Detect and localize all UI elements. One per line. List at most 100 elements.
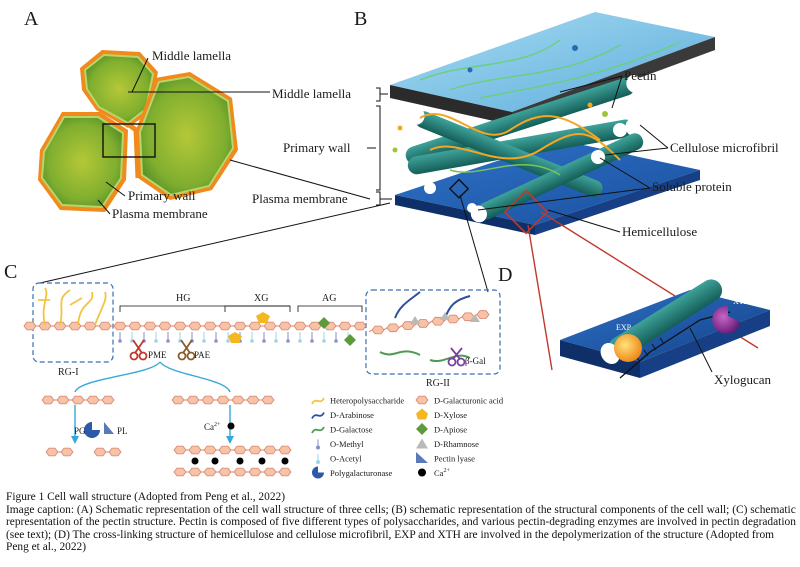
galacturonic-acid-unit [218,445,232,455]
legend-label: Heteropolysaccharide [330,396,404,406]
substituent-pin [154,339,158,343]
main-chain [23,310,490,343]
galacturonic-acid-unit [386,323,400,333]
substituent-pin [166,339,170,343]
legend-label: Polygalacturonase [330,468,393,478]
exp-label: EXP [616,323,632,332]
galacturonic-acid-unit [98,321,112,331]
legend-label: D-Rhamnose [434,439,479,449]
galacturonic-acid-unit [216,395,230,405]
figure-caption: Figure 1 Cell wall structure (Adopted fr… [6,491,796,554]
galacturonic-acid-unit [218,467,232,477]
galacturonic-acid-unit [308,321,322,331]
galacturonic-acid-unit [93,447,107,457]
cell-wall-figure: A B C D Middle lamella Primary wall Plas… [4,8,779,479]
pg-icon [84,422,100,438]
galacturonic-acid-unit [173,467,187,477]
legend-label: O-Methyl [330,439,364,449]
substituent-pin [202,339,206,343]
pme-label: PME [148,350,167,360]
panel-label-d: D [498,264,512,286]
galacturonic-acid-unit [108,447,122,457]
panel-a-middle-lamella-label: Middle lamella [152,48,231,63]
scissors-bgal-icon [447,347,466,367]
galacturonic-acid-unit [71,395,85,405]
panel-b-plasma-membrane-label: Plasma membrane [252,191,348,206]
galacturonic-acid-unit [158,321,172,331]
galacturonic-acid-unit [278,321,292,331]
heteropolysaccharide-branches [38,287,107,326]
panel-b-soluble-protein-label: Soluble protein [652,179,732,194]
panel-c-pectin [23,282,501,477]
galacturonic-acid-unit [83,321,97,331]
legend-item: O-Methyl [316,439,364,450]
galacturonic-acid-unit [56,395,70,405]
galacturonic-acid-unit [278,445,292,455]
ca-label: Ca2+ [204,422,221,432]
legend-label: D-Xylose [434,410,467,420]
galacturonic-acid-unit [188,445,202,455]
galacturonic-acid-unit [60,447,74,457]
galacturonic-acid-unit [173,321,187,331]
legend-item: Polygalacturonase [312,466,393,479]
substituent-pin [298,339,302,343]
galacturonic-acid-unit [353,321,367,331]
galacturonic-acid-unit [248,445,262,455]
galacturonic-acid-unit [203,321,217,331]
galacturonic-acid-unit [246,395,260,405]
legend-label: Ca2+ [434,468,450,478]
pg-label: PG [74,426,86,436]
xth-icon [712,305,740,334]
legend-item: D-Xylose [416,408,467,420]
galacturonic-acid-unit [203,445,217,455]
legend-item: D-Arabinose [311,410,374,420]
panel-b-pectin-label: Pectin [624,68,657,83]
rg2-label: RG-II [426,378,450,389]
calcium-ion [281,457,289,465]
galacturonic-acid-unit [201,395,215,405]
substituent-pin [322,339,326,343]
legend-item: D-Galacturonic acid [415,396,504,406]
panel-b-brackets [367,87,392,206]
panel-b-zoom-box-small [448,178,470,199]
substituent-pin [334,339,338,343]
panel-label-a: A [24,8,39,30]
legend-item: D-Rhamnose [416,438,479,449]
panel-label-c: C [4,261,17,283]
legend-label: D-Galactose [330,425,373,435]
panel-b-zoom-box-red [503,189,549,235]
legend-item: Heteropolysaccharide [311,396,404,406]
calcium-ion [191,457,199,465]
legend-label: D-Apiose [434,425,467,435]
substituent-pin [310,339,314,343]
hg-label: HG [176,293,190,304]
galacturonic-acid-unit [171,395,185,405]
panel-a-primary-wall-label: Primary wall [128,188,196,203]
legend-item: D-Apiose [416,423,467,435]
panel-c-legend: HeteropolysaccharideD-ArabinoseD-Galacto… [311,396,504,479]
calcium-ion [258,457,266,465]
panel-label-b: B [354,8,367,30]
substituent-pin [286,339,290,343]
legend-item: D-Galactose [311,425,373,435]
panel-b-primary-wall-label: Primary wall [283,140,351,155]
galacturonic-acid-unit [261,395,275,405]
galacturonic-acid-unit [53,321,67,331]
galacturonic-acid-unit [41,395,55,405]
galacturonic-acid-unit [233,445,247,455]
galacturonic-acid-unit [86,395,100,405]
calcium-ion [211,457,219,465]
pl-label: PL [117,426,128,436]
galacturonic-acid-unit [101,395,115,405]
substituent-pin [214,339,218,343]
legend-label: Pectin lyase [434,454,475,464]
panel-a-plasma-membrane-label: Plasma membrane [112,206,208,221]
caption-title: Figure 1 Cell wall structure (Adopted fr… [6,491,286,503]
galacturonic-acid-unit [38,321,52,331]
galacturonic-acid-unit [173,445,187,455]
galacturonic-acid-unit [68,321,82,331]
panel-a-leaders [97,57,270,215]
galacturonic-acid-unit [371,325,385,335]
legend-label: D-Galacturonic acid [434,396,504,406]
panel-b-leaders [229,75,669,233]
